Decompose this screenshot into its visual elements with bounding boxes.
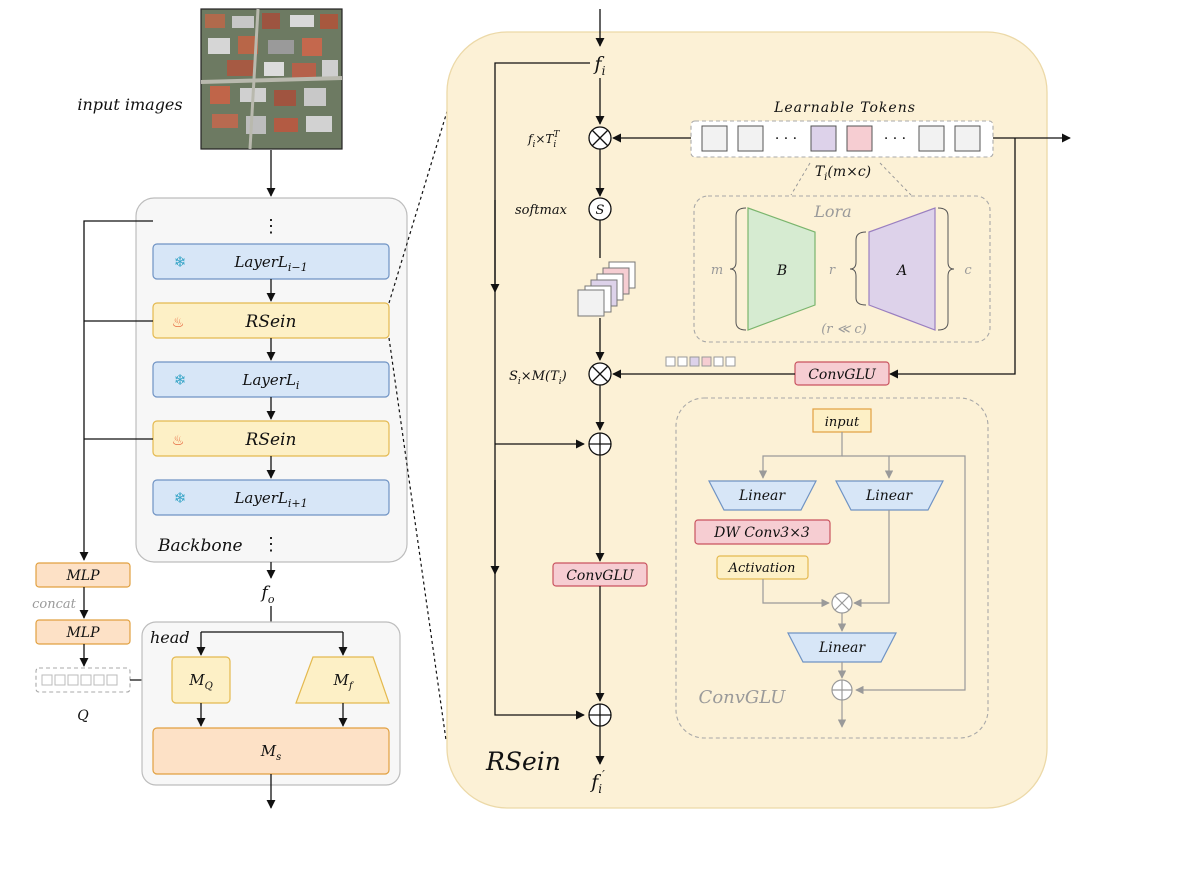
lora-m-label: m [711,263,723,278]
convglu-detail-title: ConvGLU [699,687,787,708]
fire-icon: ♨ [172,315,185,331]
svg-text:ConvGLU: ConvGLU [566,568,635,584]
convglu-detail-box [675,397,989,739]
svg-text:Activation: Activation [728,561,796,576]
layer-sub: i [296,379,300,392]
snowflake-icon: ❄ [174,253,187,271]
zoom-line-bottom [388,337,447,741]
svg-text:input: input [825,415,860,430]
layer-label: LayerL [242,371,296,389]
svg-text:B: B [776,263,787,279]
svg-text:A: A [895,263,907,279]
svg-text:Linear: Linear [818,640,866,656]
query-tokens [35,667,131,693]
oplus-icon [588,432,612,456]
rsein-block-2: ♨ RSein [152,420,390,457]
input-image [200,8,343,150]
layer-label: LayerL [233,253,287,271]
svg-text:S: S [596,203,605,218]
convglu-input: input [812,408,872,433]
mf-block: Mf [295,656,390,704]
mq-block: MQ [171,656,231,704]
head-label: head [150,628,190,647]
fi-prime-label: fi′ [589,768,605,796]
linear-left: Linear [708,480,817,511]
lora-title: Lora [813,202,851,221]
otimes-icon [588,362,612,386]
layer-sub: i−1 [288,261,308,274]
snowflake-icon: ❄ [174,371,187,389]
svg-text:Linear: Linear [865,488,913,504]
ms-block: Ms [152,727,390,775]
lora-a-block: A [868,207,936,331]
lora-condition: (r ≪ c) [821,322,867,337]
snowflake-icon: ❄ [174,489,187,507]
concat-label: concat [32,597,77,612]
attention-maps-stack [577,261,636,317]
rsein-title: RSein [485,747,561,776]
backbone-label: Backbone [157,536,243,556]
otimes-icon [588,126,612,150]
layer-l-i-plus-1: ❄ LayerLi+1 [152,479,390,516]
backbone-dots-top: ⋮ [262,216,280,237]
oplus-icon [831,679,853,701]
softmax-label: softmax [515,203,568,218]
lora-c-label: c [964,263,972,278]
rsein-block-1: ♨ RSein [152,302,390,339]
layer-l-i: ❄ LayerLi [152,361,390,398]
ti-label: Ti(m×c) [815,164,871,183]
fi-label: fi [593,53,606,78]
fo-label: fo [260,583,275,606]
rsein-label: RSein [245,430,297,450]
svg-text:Linear: Linear [738,488,786,504]
svg-text:DW Conv3×3: DW Conv3×3 [713,525,810,541]
linear-right: Linear [835,480,944,511]
svg-text:MLP: MLP [65,625,100,641]
learnable-tokens [690,120,994,158]
learnable-tokens-title: Learnable Tokens [773,100,916,116]
svg-text:LayerLi−1: LayerLi−1 [233,253,307,274]
softmax-node: S [588,197,612,221]
lora-b-block: B [747,207,816,331]
mini-token-strip [665,356,736,367]
layer-sub: i+1 [288,497,308,510]
mlp-bottom: MLP [35,619,131,645]
zoom-line-top [388,94,453,304]
dwconv-block: DW Conv3×3 [694,519,831,545]
convglu-top: ConvGLU [794,361,890,386]
svg-text:LayerLi+1: LayerLi+1 [233,489,307,510]
mlp-top: MLP [35,562,131,588]
backbone-dots-bottom: ⋮ [262,534,280,555]
svg-text:ConvGLU: ConvGLU [808,367,877,383]
oplus-icon [588,703,612,727]
lora-r-label: r [829,263,836,278]
token-dots-right: · · · [884,131,906,147]
layer-l-i-minus-1: ❄ LayerLi−1 [152,243,390,280]
lora-box [693,195,991,343]
convglu-main: ConvGLU [552,562,648,587]
svg-text:MLP: MLP [65,568,100,584]
linear-bottom: Linear [787,632,897,663]
activation-block: Activation [716,555,809,580]
rsein-label: RSein [245,312,297,332]
fire-icon: ♨ [172,433,185,449]
q-label: Q [77,708,89,724]
svg-text:MQ: MQ [188,671,213,692]
svg-text:Ms: Ms [260,742,282,763]
mult2-label: Si×M(Ti) [509,369,567,387]
token-dots-left: · · · [775,131,797,147]
layer-label: LayerL [233,489,287,507]
otimes-icon [831,592,853,614]
svg-text:Mf: Mf [332,671,354,692]
svg-text:LayerLi: LayerLi [242,371,300,392]
input-images-label: input images [77,95,182,114]
